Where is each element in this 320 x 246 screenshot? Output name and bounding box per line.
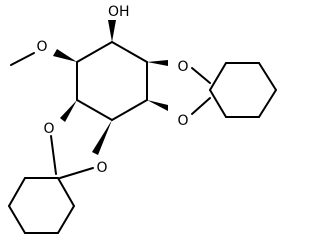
bond: [76, 41, 113, 63]
bond: [191, 97, 211, 115]
inositol-ring: [76, 41, 148, 121]
wedge-bond: [147, 100, 168, 111]
wedge-bond: [147, 60, 168, 66]
bond: [191, 67, 211, 84]
methoxy-group: O: [10, 39, 77, 66]
right-cyclohexane-ring: [209, 62, 277, 118]
ketal-oxygen-upper-right-label: O: [177, 59, 188, 75]
bond: [8, 177, 26, 207]
bond: [57, 205, 75, 234]
bond: [258, 89, 277, 118]
bond: [111, 99, 148, 121]
ketal-oxygen-upper-left-label: O: [43, 121, 54, 137]
bond: [209, 62, 227, 91]
bond: [76, 99, 113, 121]
wedge-bond: [53, 49, 77, 62]
bond: [50, 135, 57, 175]
wedge-bond: [60, 100, 77, 122]
bond: [57, 177, 75, 207]
left-cyclohexane-ring: [8, 177, 75, 234]
bond: [59, 167, 94, 179]
left-ketal-ring: O O: [43, 100, 112, 179]
bond: [111, 41, 148, 63]
chemical-structure: OH O O O O O: [8, 4, 277, 234]
bond: [209, 89, 227, 118]
bond: [10, 52, 35, 66]
bond: [8, 205, 26, 234]
ketal-oxygen-lower-left-label: O: [96, 160, 107, 176]
hydroxyl-group: OH: [108, 4, 130, 42]
methoxy-oxygen-label: O: [36, 39, 47, 55]
wedge-bond: [108, 20, 116, 42]
bond: [258, 62, 277, 91]
wedge-bond: [92, 120, 112, 155]
hydroxyl-label: OH: [108, 4, 130, 20]
right-ketal-ring: O O: [147, 59, 211, 129]
ketal-oxygen-lower-right-label: O: [177, 113, 188, 129]
